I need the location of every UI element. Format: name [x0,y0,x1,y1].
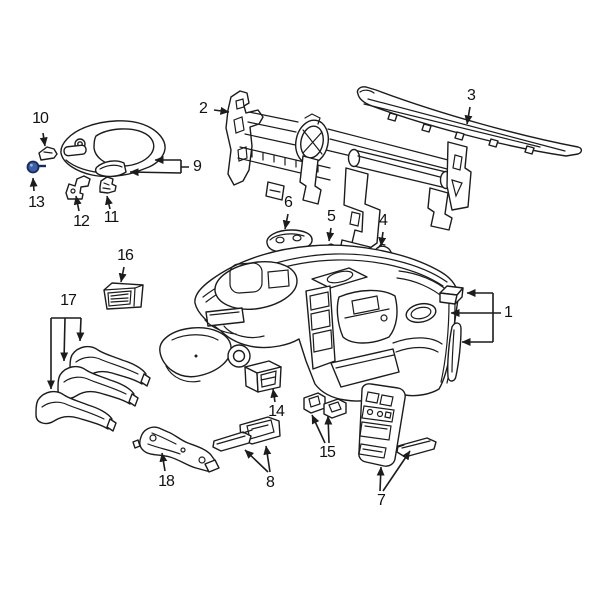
part-drawing-1-side-finish-strip [447,322,462,382]
part-drawing-9-cluster-bezel [60,120,166,178]
part-drawing-15-switches [303,392,347,419]
part-drawing-11-bracket [99,176,117,194]
callout-arrows [29,106,501,492]
part-drawing-1-instrument-panel [194,244,459,402]
part-label-2: 2 [199,100,208,117]
part-drawing-18-bracket [132,426,220,473]
part-label-11: 11 [103,209,120,226]
part-label-15: 15 [319,444,336,461]
part-label-5: 5 [327,208,336,225]
part-label-17: 17 [60,292,77,309]
part-drawing-10-clip [38,146,58,161]
part-label-13: 13 [28,194,45,211]
part-drawing-cluster-lens [159,327,251,383]
part-label-3: 3 [467,87,476,104]
part-label-14: 14 [268,403,285,420]
part-label-12: 12 [73,213,90,230]
part-drawing-8-trim-pieces [212,416,281,452]
part-label-9: 9 [193,158,202,175]
part-drawing-14-vent-register [244,360,282,393]
part-label-1: 1 [504,304,513,321]
part-label-4: 4 [379,212,388,229]
part-drawing-12-bracket [65,175,91,200]
part-drawing-16-vent-register [103,282,144,310]
part-drawing-2-reinforcement-beam [225,90,472,259]
part-drawing-1-end-cap [439,285,464,305]
part-label-7: 7 [377,492,386,509]
part-drawing-13-blue-fastener [26,160,46,174]
part-label-8: 8 [266,474,275,491]
part-label-6: 6 [284,194,293,211]
part-label-18: 18 [158,473,175,490]
part-label-10: 10 [32,110,49,127]
part-drawing-7-center-bezel [358,383,437,467]
part-label-16: 16 [117,247,134,264]
